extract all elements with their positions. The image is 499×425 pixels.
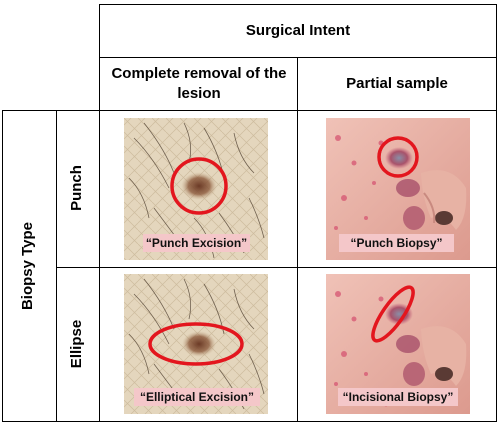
punch-row-label: Punch bbox=[68, 165, 85, 211]
grid-line bbox=[2, 110, 3, 422]
elliptical-excision-caption: “Elliptical Excision” bbox=[134, 388, 260, 406]
punch-excision-caption: “Punch Excision” bbox=[143, 234, 250, 252]
partial-sample-header: Partial sample bbox=[346, 75, 448, 92]
grid-line bbox=[99, 4, 496, 5]
grid-line bbox=[496, 4, 497, 422]
grid-line bbox=[2, 110, 496, 111]
incisional-biopsy-caption: “Incisional Biopsy” bbox=[338, 388, 458, 406]
grid-line bbox=[56, 110, 57, 422]
complete-removal-header: Complete removal of the lesion bbox=[111, 65, 287, 102]
biopsy-type-label: Biopsy Type bbox=[19, 221, 36, 311]
punch-biopsy-caption: “Punch Biopsy” bbox=[339, 234, 454, 252]
surgical-intent-header: Surgical Intent bbox=[245, 22, 351, 39]
grid-line bbox=[56, 267, 496, 268]
grid-line bbox=[99, 4, 100, 422]
ellipse-row-label: Ellipse bbox=[68, 319, 85, 369]
grid-line bbox=[2, 421, 496, 422]
grid-line bbox=[297, 57, 298, 422]
